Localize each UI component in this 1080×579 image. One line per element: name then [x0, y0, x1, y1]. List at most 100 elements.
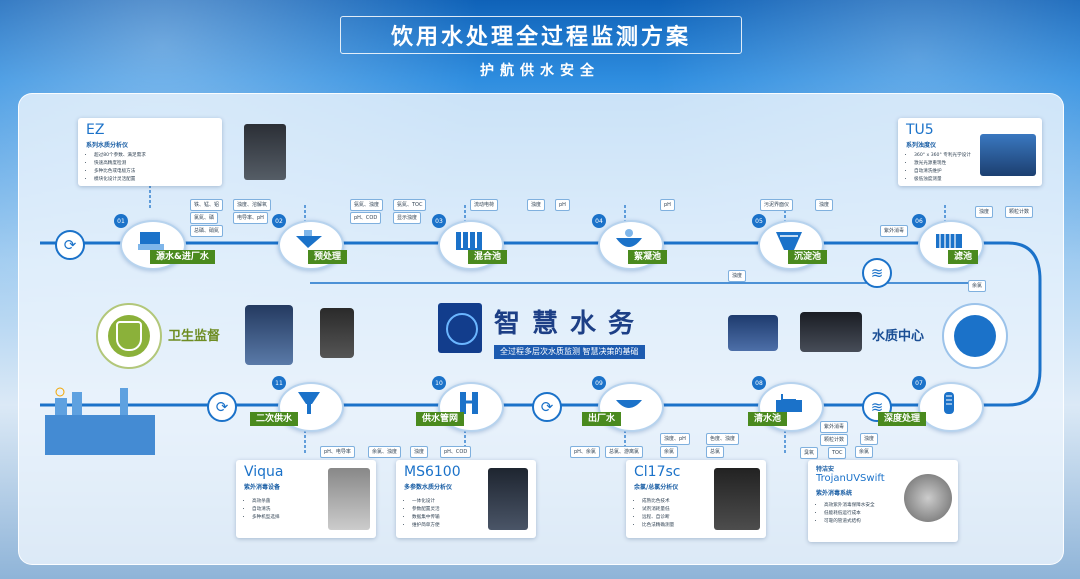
- param-tag: 余氯、浊度: [368, 446, 402, 458]
- intake-icon: [138, 232, 164, 250]
- param-tag: 总氯、游离氯: [605, 446, 644, 458]
- product-card-cl17sc[interactable]: Cl17sc 余氯/总氯分析仪 成熟比色技术 试剂消耗量低 远程、自诊断 比色法…: [626, 460, 766, 538]
- param-tag: pH、COD: [440, 446, 472, 458]
- feature-item: 试剂消耗量低: [642, 506, 674, 514]
- param-tag: 浊度: [410, 446, 429, 458]
- pipe-top: [40, 241, 1042, 407]
- outlet-water-icon: [616, 400, 642, 408]
- param-tag: 浊度: [728, 270, 747, 282]
- feature-item: 自动清洗维护: [914, 168, 971, 176]
- card-model: MS6100: [404, 464, 461, 480]
- param-tag: pH: [660, 199, 675, 211]
- stage-outlet-water[interactable]: 09 出厂水: [582, 376, 674, 434]
- uv-unit-image: [328, 468, 370, 530]
- card-features: 一体化设计 参数配置灵活 数据集中传输 维护简单方便: [402, 498, 440, 530]
- card-desc: 余氯/总氯分析仪: [634, 484, 679, 491]
- feature-item: 高效紫外消毒保障水安全: [824, 502, 875, 510]
- param-tag: pH、电导率: [320, 446, 355, 458]
- card-features: 成熟比色技术 试剂消耗量低 远程、自诊断 比色法精确测量: [632, 498, 674, 530]
- feature-item: 成熟比色技术: [642, 498, 674, 506]
- stage-sedimentation[interactable]: 05 沉淀池: [752, 214, 834, 272]
- card-model: Viqua: [244, 464, 284, 480]
- feature-item: 参数配置灵活: [412, 506, 440, 514]
- param-tag: 紫外消毒: [880, 225, 909, 237]
- product-card-tu5[interactable]: TU5 系列浊度仪 360° x 360° 专利光学设计 激光光源重现性 自动清…: [898, 118, 1042, 186]
- stage-label: 清水池: [748, 412, 788, 426]
- turbidimeter-image: [980, 134, 1036, 176]
- feature-item: 快速高精度检测: [94, 160, 146, 168]
- clear-water-icon: [776, 394, 802, 412]
- card-desc: 紫外消毒设备: [244, 484, 281, 491]
- param-tag: 电导率、pH: [233, 212, 268, 224]
- param-tag: 氨氮、浊度: [350, 199, 384, 211]
- stage-filter[interactable]: 06 滤池: [912, 214, 994, 272]
- flocculation-icon: [616, 229, 642, 247]
- stage-pretreatment[interactable]: 02 预处理: [272, 214, 354, 272]
- uv-icon-1: ≋: [862, 258, 892, 288]
- param-tag: TOC: [828, 447, 847, 459]
- chlorine-analyzer-image: [714, 468, 760, 530]
- param-tag: 余氯: [968, 280, 987, 292]
- shield-check-icon: [116, 321, 142, 351]
- stage-number: 06: [912, 214, 926, 228]
- param-tag: pH、COD: [350, 212, 382, 224]
- param-tag: 氨氮、TOC: [393, 199, 427, 211]
- stage-number: 03: [432, 214, 446, 228]
- stage-label: 二次供水: [250, 412, 299, 426]
- health-supervision-badge: [96, 303, 162, 369]
- pipe-network-icon: [460, 392, 478, 414]
- advanced-treatment-icon: [944, 392, 954, 414]
- stage-label: 预处理: [308, 250, 348, 264]
- stage-clear-water[interactable]: 08 清水池: [748, 376, 834, 434]
- multiparameter-analyzer-image: [488, 468, 528, 530]
- page-subtitle: 护航供水安全: [480, 63, 600, 79]
- param-tag: 浊度: [975, 206, 994, 218]
- brain-icon: [446, 313, 478, 345]
- stage-pipe-network[interactable]: 10 供水管网: [416, 376, 514, 434]
- param-tag: 颗粒计数: [1005, 206, 1034, 218]
- stage-label: 供水管网: [416, 412, 465, 426]
- smart-water-block: 智慧水务 全过程多层次水质监测 智慧决策的基础: [438, 303, 693, 363]
- feature-item: 极低浊度测量: [914, 176, 971, 184]
- feature-item: 模块化设计灵活配置: [94, 176, 146, 184]
- pretreatment-icon: [296, 230, 322, 248]
- smart-water-slogan: 全过程多层次水质监测 智慧决策的基础: [494, 345, 645, 359]
- stage-number: 09: [592, 376, 606, 390]
- feature-item: 激光光源重现性: [914, 160, 971, 168]
- feature-item: 超过80个参数、满足需求: [94, 152, 146, 160]
- product-card-viqua[interactable]: Viqua 紫外消毒设备 高效杀菌 自动清洗 多种机型选择: [236, 460, 376, 538]
- feature-item: 低能耗低运行成本: [824, 510, 875, 518]
- product-card-ms6100[interactable]: MS6100 多参数水质分析仪 一体化设计 参数配置灵活 数据集中传输 维护简单…: [396, 460, 536, 538]
- product-card-ez[interactable]: EZ 系列水质分析仪 超过80个参数、满足需求 快速高精度检测 多种比色或电极方…: [78, 118, 286, 186]
- stage-secondary-supply[interactable]: 11 二次供水: [250, 376, 354, 434]
- stage-number: 08: [752, 376, 766, 390]
- param-tag: 流动电荷: [470, 199, 499, 211]
- card-brand: 特洁安: [816, 466, 835, 473]
- feature-item: 360° x 360° 专利光学设计: [914, 152, 971, 160]
- title-frame: 饮用水处理全过程监测方案: [340, 16, 742, 54]
- sedimentation-icon: [776, 232, 802, 250]
- param-tag: 余氯: [660, 446, 679, 458]
- stage-label: 滤池: [948, 250, 979, 264]
- card-model: EZ: [86, 122, 105, 138]
- pump-icon-2: ⟳: [207, 392, 237, 422]
- water-quality-center-badge: [942, 303, 1008, 369]
- uv-icon-2: ≋: [862, 392, 892, 422]
- mixing-tank-icon: [456, 232, 482, 250]
- lab-spectrophotometer-image: [728, 315, 778, 351]
- card-features: 高效杀菌 自动清洗 多种机型选择: [242, 498, 280, 522]
- stage-number: 01: [114, 214, 128, 228]
- stage-source-water[interactable]: 01 源水&进厂水: [114, 214, 215, 272]
- product-card-trojan[interactable]: 特洁安 TrojanUVSwift 紫外消毒系统 高效紫外消毒保障水安全 低能耗…: [808, 460, 958, 542]
- stage-flocculation[interactable]: 04 絮凝池: [592, 214, 674, 272]
- smart-water-title: 智慧水务: [494, 309, 647, 339]
- portable-meter-image: [320, 308, 354, 358]
- stage-label: 混合池: [468, 250, 508, 264]
- handheld-meter-image: [245, 305, 293, 365]
- stage-label: 沉淀池: [788, 250, 828, 264]
- stage-advanced-treatment[interactable]: 07 深度处理: [878, 376, 994, 434]
- stage-mixing[interactable]: 03 混合池: [432, 214, 514, 272]
- lab-analyzer-image: [800, 312, 862, 352]
- uv-reactor-image: [904, 474, 952, 522]
